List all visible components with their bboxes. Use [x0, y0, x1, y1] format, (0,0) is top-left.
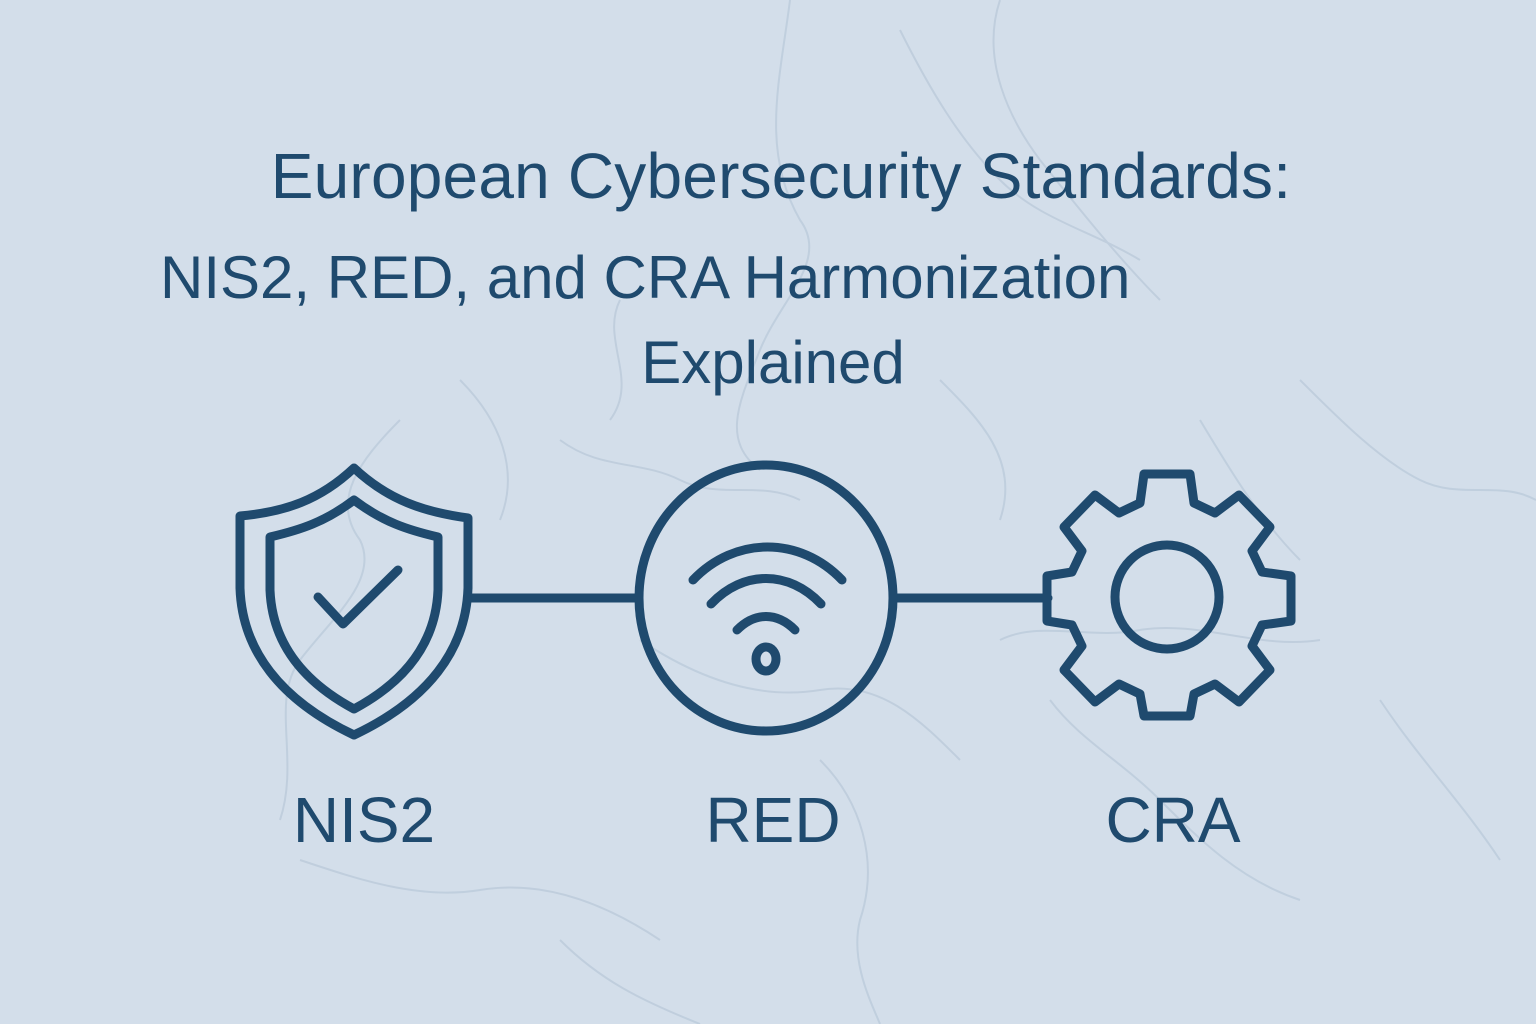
gear-icon	[1042, 469, 1296, 721]
title-line-3: Explained	[641, 329, 905, 396]
wifi-circle-icon	[634, 460, 898, 736]
title-line-2: NIS2, RED, and CRA Harmonization	[160, 244, 1131, 311]
shield-check-icon	[235, 463, 473, 740]
node-label-red: RED	[705, 784, 841, 856]
node-label-nis2: NIS2	[292, 784, 436, 856]
node-label-cra: CRA	[1105, 784, 1241, 856]
title-line-1: European Cybersecurity Standards:	[270, 140, 1292, 212]
